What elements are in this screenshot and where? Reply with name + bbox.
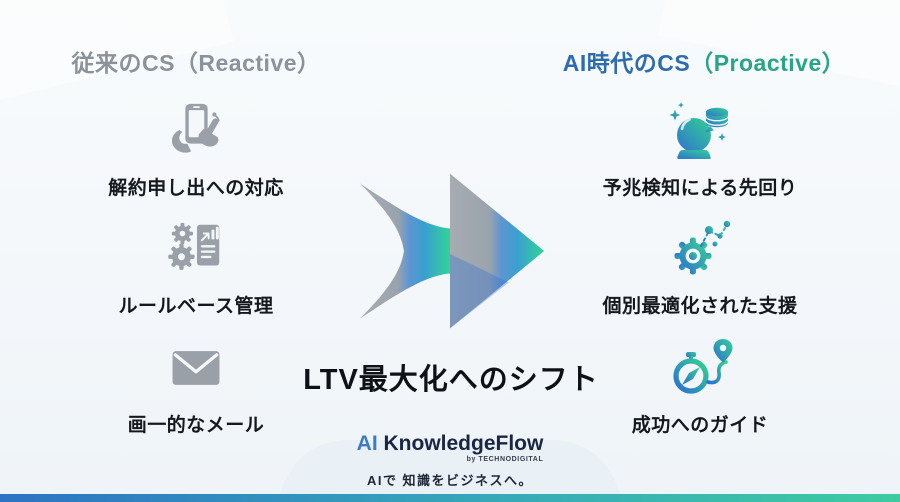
proactive-item-label: 個別最適化された支援 [602, 296, 798, 317]
shift-caption: LTV最大化へのシフト [303, 364, 599, 396]
logo-ai-text: AI [356, 431, 378, 455]
gears-document-icon [66, 212, 326, 286]
proactive-item-label: 成功へのガイド [631, 415, 769, 436]
reactive-column-title: 従来のCS（Reactive） [71, 50, 321, 76]
proactive-item-guide: 成功へのガイド [570, 331, 830, 437]
envelope-icon [66, 331, 326, 405]
proactive-title-paren: （Proactive） [690, 50, 846, 76]
company-logo: AI KnowledgeFlow [357, 432, 544, 455]
reactive-item-email: 画一的なメール [66, 331, 326, 437]
footer-gradient-bar [0, 494, 900, 502]
reactive-item-cancellation: 解約申し出への対応 [66, 94, 326, 200]
logo-name-text: KnowledgeFlow [383, 431, 544, 455]
logo-byline: by TECHNODIGITAL [466, 456, 544, 463]
reactive-item-label: 解約申し出への対応 [108, 178, 284, 199]
logo-block: AI KnowledgeFlow by TECHNODIGITAL [357, 432, 544, 463]
footer-tagline: AIで 知識をビジネスへ。 [366, 473, 534, 488]
crystal-ball-data-icon [570, 94, 830, 168]
shift-arrow-icon [352, 167, 548, 335]
proactive-item-prediction: 予兆検知による先回り [570, 94, 830, 200]
reactive-item-label: 画一的なメール [127, 415, 265, 436]
footer: AI KnowledgeFlow by TECHNODIGITAL AIで 知識… [0, 432, 900, 489]
reactive-item-rules: ルールベース管理 [66, 212, 326, 318]
reactive-item-label: ルールベース管理 [118, 296, 274, 317]
compass-pin-icon [570, 331, 830, 405]
footer-hill-shape [280, 440, 620, 494]
proactive-item-personalized: 個別最適化された支援 [570, 212, 830, 318]
proactive-title-main: AI時代のCS [562, 50, 691, 76]
proactive-column-title: AI時代のCS（Proactive） [534, 44, 874, 78]
phone-tap-icon [66, 94, 326, 168]
proactive-item-label: 予兆検知による先回り [602, 178, 798, 199]
gear-network-icon [570, 212, 830, 286]
